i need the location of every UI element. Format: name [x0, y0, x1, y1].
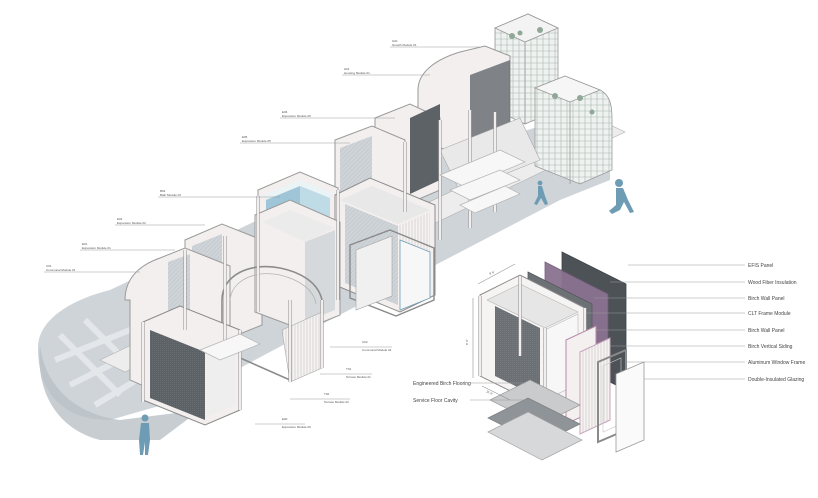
corridor-leaders: [44, 46, 480, 425]
corridor-label-code: E06: [282, 110, 288, 114]
corridor-label-code: G01: [392, 39, 398, 43]
layer-labels: EFIS Panel Wood Fiber Insulation Birch W…: [748, 263, 805, 383]
walking-person-icon: [534, 180, 548, 205]
stair: [199, 149, 526, 361]
housing-tower: [533, 75, 613, 185]
floor-label: Engineered Birch Flooring: [413, 381, 471, 387]
corridor-label-name: Expansion Module 05: [242, 139, 271, 143]
corridor-label-name: Bath Module 02: [160, 193, 181, 197]
layer-label: EFIS Panel: [748, 263, 773, 269]
corridor-label-code: E01: [82, 242, 88, 246]
vertical-siding-layer: [579, 337, 611, 435]
corridor-label-code: C02: [362, 340, 368, 344]
plant-icon: [509, 27, 543, 39]
layer-label: Wood Fiber Insulation: [748, 280, 797, 286]
glazing-layer: [615, 361, 645, 453]
corridor-label-code: C01: [46, 264, 52, 268]
corridor-label-name: Expansion Module 00: [282, 425, 311, 429]
exploded-module: [472, 251, 645, 461]
dimension-labels: 9' 6" 8' 9" 11' 0": [465, 270, 496, 397]
floor-labels: Engineered Birch Flooring Service Floor …: [413, 381, 471, 404]
layer-label: Aluminum Window Frame: [748, 360, 805, 366]
corridor-label-code: E00: [282, 417, 288, 421]
layer-leaders: [470, 264, 745, 401]
walking-person-icon: [609, 179, 634, 214]
corridor-label-name: Expansion Module 01: [82, 246, 111, 250]
module-terrace-02: [349, 229, 435, 317]
corridor-label-name: Communal Module 01: [46, 268, 76, 272]
corridor-label-code: E02: [117, 217, 123, 221]
layer-label: Birch Wall Panel: [748, 328, 785, 334]
dimension-label: 9' 6": [489, 270, 496, 276]
corridor-label-code: B02: [160, 189, 166, 193]
layer-label: Birch Wall Panel: [748, 296, 785, 302]
layer-label: CLT Frame Module: [748, 311, 791, 317]
corridor-label-name: Terrace Module 02: [324, 400, 349, 404]
corridor-label-name: Expansion Module 06: [282, 114, 311, 118]
floor-label: Service Floor Cavity: [413, 398, 458, 404]
layer-label: Double-Insulated Glazing: [748, 377, 804, 383]
corridor-label-name: Communal Module 02: [362, 348, 392, 352]
standing-person-icon: [139, 414, 150, 455]
module-expansion-00: [142, 305, 241, 426]
corridor-labels: G01 Growth Module 01 H01 Housing Module …: [46, 39, 417, 429]
layer-label: Birch Vertical Siding: [748, 344, 793, 350]
dimension-label: 11' 0": [486, 389, 494, 396]
corridor-label-name: Growth Module 01: [392, 43, 417, 47]
module-expansion-01: [254, 199, 341, 331]
corridor-label-code: T02: [324, 392, 330, 396]
corridor-label-name: Housing Module 01: [344, 71, 370, 75]
corridor-label-code: E05: [242, 135, 248, 139]
structural-posts: [141, 110, 497, 410]
corridor-label-code: T01: [346, 367, 352, 371]
dimension-label: 8' 9": [465, 339, 469, 345]
corridor-label-name: Expansion Module 02: [117, 221, 146, 225]
corridor-label-name: Terrace Module 01: [346, 375, 371, 379]
corridor-label-code: H01: [344, 67, 350, 71]
